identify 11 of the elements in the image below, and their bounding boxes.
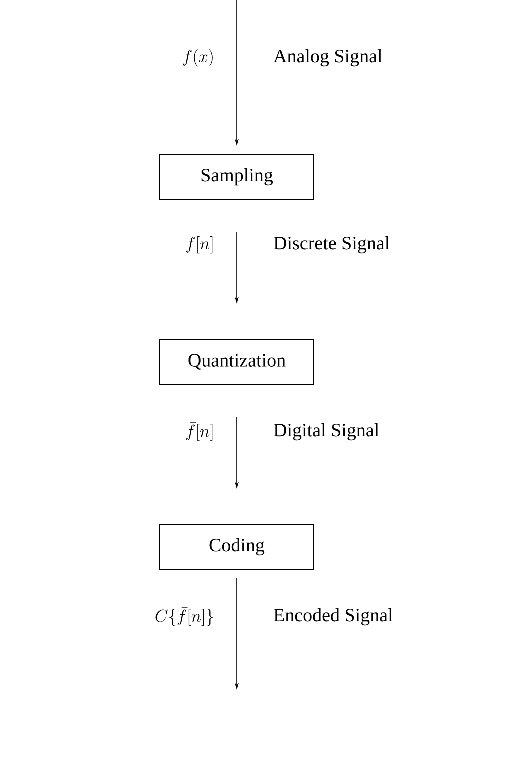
signal-symbol: $\bar{f}[n]$: [186, 422, 213, 442]
process-box: Coding: [160, 524, 314, 570]
signal-name: Digital Signal: [274, 423, 380, 441]
signal-symbol: $f[n]$: [186, 236, 213, 254]
process-box: Quantization: [160, 339, 314, 385]
signal-name: Analog Signal: [274, 49, 382, 67]
process-box: Sampling: [160, 154, 314, 200]
signal-symbol: $f(x)$: [183, 49, 213, 67]
signal-name: Discrete Signal: [274, 236, 390, 254]
signal-symbol: $C\{\bar{f}[n]\}$: [156, 607, 214, 626]
signal-name: Encoded Signal: [274, 608, 393, 626]
